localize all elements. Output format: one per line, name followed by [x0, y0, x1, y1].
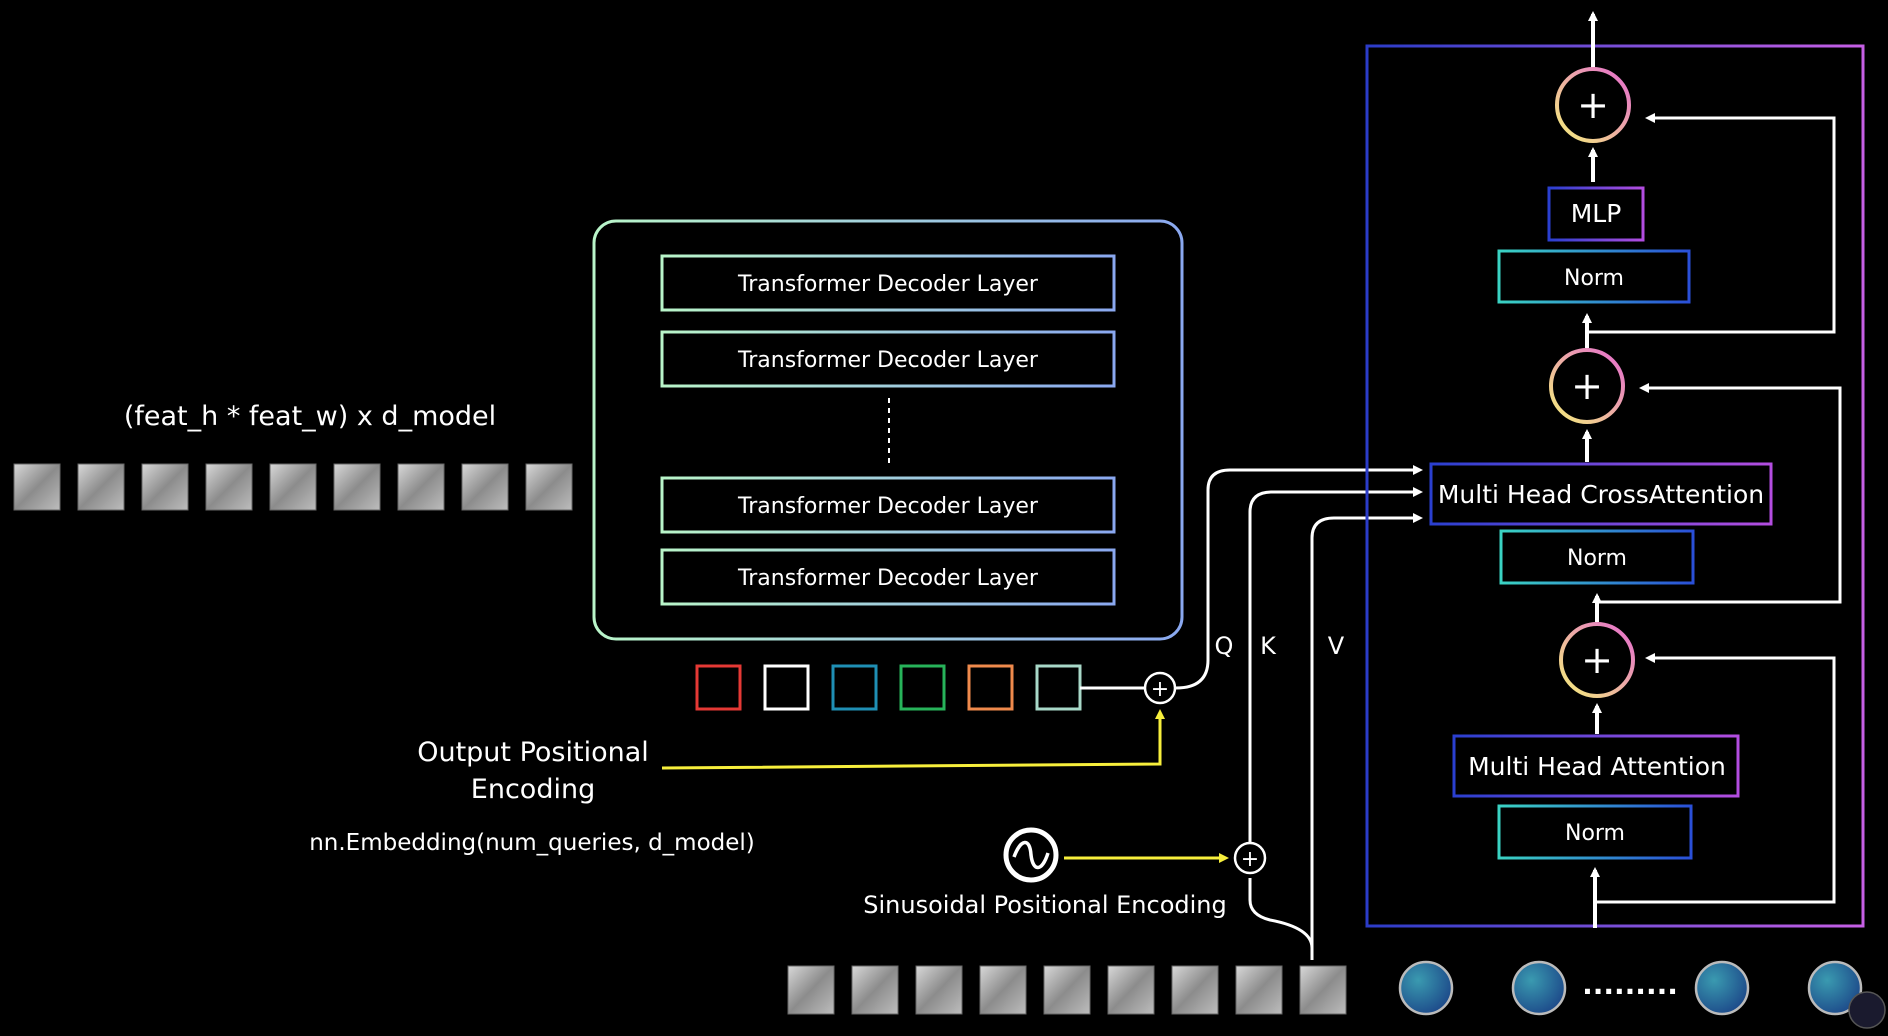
sinusoidal-label: Sinusoidal Positional Encoding	[863, 891, 1226, 919]
feature-patches	[13, 463, 573, 511]
residual-add-icon-middle	[1549, 348, 1625, 424]
q-label: Q	[1215, 632, 1234, 660]
memory-patch	[1235, 965, 1283, 1015]
memory-patch	[787, 965, 835, 1015]
decoder-layer-label: Transformer Decoder Layer	[737, 566, 1039, 591]
query-token	[1694, 960, 1750, 1016]
memory-patch	[915, 965, 963, 1015]
feature-patch	[269, 463, 317, 511]
memory-patch	[1299, 965, 1347, 1015]
feature-patch	[461, 463, 509, 511]
decoder-layer-label: Transformer Decoder Layer	[737, 272, 1039, 297]
residual-connection-middle	[1597, 383, 1842, 604]
plus-symbol: +	[1571, 364, 1603, 408]
memory-patch	[851, 965, 899, 1015]
residual-connection-top	[1587, 113, 1836, 334]
tokens-ellipsis: .........	[1582, 968, 1678, 1001]
mlp-box	[1547, 186, 1645, 242]
value-v-arrow	[1310, 513, 1423, 960]
object-query-square	[763, 664, 810, 711]
query-q-arrow	[1175, 465, 1423, 690]
self-attention-box	[1452, 734, 1740, 798]
key-k-arrow	[1248, 487, 1423, 860]
sine-wave-icon	[1012, 840, 1050, 870]
query-token	[1398, 960, 1454, 1016]
query-add-icon	[1143, 671, 1177, 705]
decoder-layer-label: Transformer Decoder Layer	[737, 494, 1039, 519]
memory-patch	[1107, 965, 1155, 1015]
object-query-square	[899, 664, 946, 711]
cross-attention-label: Multi Head CrossAttention	[1438, 480, 1764, 509]
k-label: K	[1260, 632, 1277, 660]
v-label: V	[1328, 632, 1345, 660]
norm-label-top: Norm	[1564, 266, 1624, 291]
object-query-square	[831, 664, 878, 711]
decoder-layer-box	[660, 548, 1116, 606]
embedding-code-label: nn.Embedding(num_queries, d_model)	[309, 830, 755, 856]
memory-branch-line	[1248, 878, 1314, 960]
norm-box-top	[1497, 249, 1691, 304]
key-add-icon	[1233, 841, 1267, 875]
object-query-square	[967, 664, 1014, 711]
self-attention-label: Multi Head Attention	[1468, 752, 1726, 781]
residual-connection-bottom	[1595, 653, 1836, 904]
norm-box-bottom	[1497, 804, 1693, 860]
cross-attention-box	[1429, 462, 1773, 526]
feature-patch	[333, 463, 381, 511]
channel-logo-icon	[1848, 991, 1886, 1029]
feature-patch	[141, 463, 189, 511]
memory-patch	[1043, 965, 1091, 1015]
plus-symbol: +	[1241, 847, 1259, 872]
query-token	[1807, 960, 1863, 1016]
feature-dims-label: (feat_h * feat_w) x d_model	[124, 401, 496, 432]
feature-patch	[397, 463, 445, 511]
norm-label-bottom: Norm	[1565, 821, 1625, 846]
residual-add-icon-bottom	[1559, 622, 1635, 698]
mlp-label: MLP	[1571, 199, 1622, 228]
memory-patches	[787, 965, 1347, 1015]
output-pos-enc-line2: Encoding	[471, 774, 595, 805]
memory-patch	[979, 965, 1027, 1015]
output-pos-enc-line1: Output Positional	[417, 737, 649, 768]
plus-symbol: +	[1151, 677, 1169, 702]
object-query-square	[1035, 664, 1082, 711]
decoder-layer-detail-frame	[1365, 44, 1865, 928]
feature-patch	[77, 463, 125, 511]
plus-symbol: +	[1577, 83, 1609, 127]
query-token	[1511, 960, 1567, 1016]
feature-patch	[525, 463, 573, 511]
output-pos-enc-arrow	[661, 709, 1165, 770]
decoder-container	[592, 219, 1184, 641]
object-queries	[695, 664, 1082, 711]
memory-patch	[1171, 965, 1219, 1015]
norm-box-middle	[1499, 529, 1695, 585]
decoder-layer-label: Transformer Decoder Layer	[737, 348, 1039, 373]
norm-label-middle: Norm	[1567, 546, 1627, 571]
feature-patch	[13, 463, 61, 511]
feature-patch	[205, 463, 253, 511]
decoder-layer-box	[660, 330, 1116, 388]
decoder-layer-box	[660, 254, 1116, 312]
plus-symbol: +	[1581, 638, 1613, 682]
decoder-layer-box	[660, 476, 1116, 534]
query-tokens	[1398, 960, 1863, 1016]
object-query-square	[695, 664, 742, 711]
residual-add-icon-top	[1555, 67, 1631, 143]
